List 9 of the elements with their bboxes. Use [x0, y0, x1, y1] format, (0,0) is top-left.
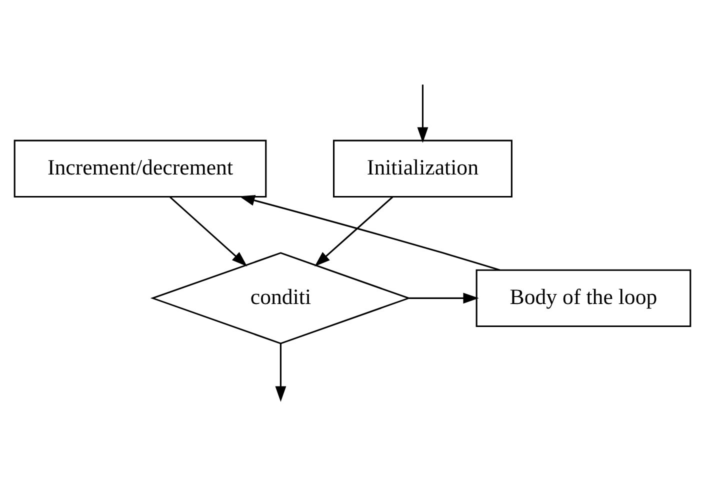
arrow	[314, 196, 394, 266]
arrow	[239, 194, 500, 270]
arrow	[409, 292, 479, 304]
arrow	[417, 84, 428, 142]
arrow	[275, 343, 286, 402]
node-box: Initialization	[333, 139, 512, 198]
arrow	[170, 196, 248, 266]
node-box: Body of the loop	[476, 268, 692, 327]
node-box: Increment/decrement	[14, 139, 267, 198]
